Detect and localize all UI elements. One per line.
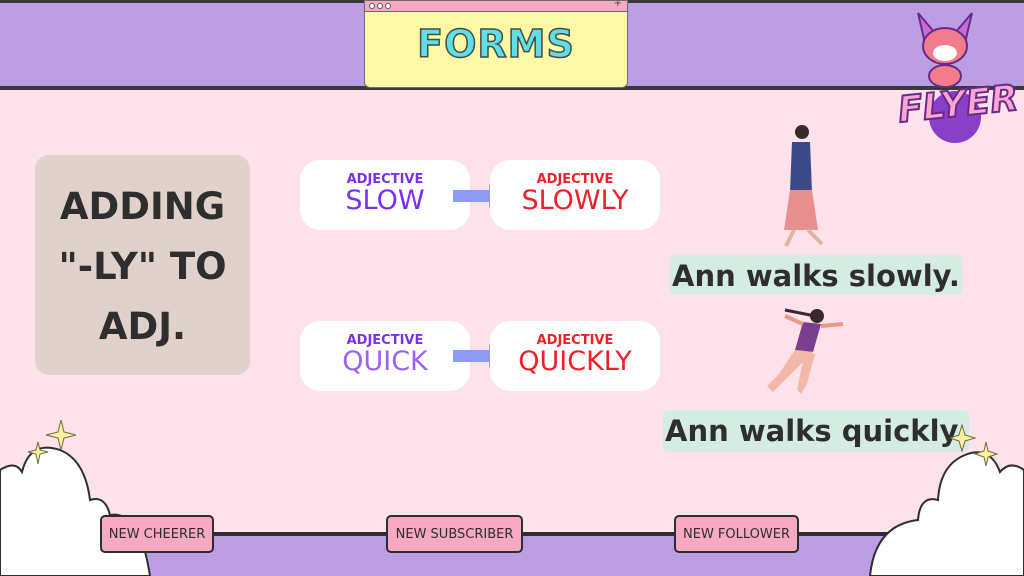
new-cheerer-button[interactable]: NEW CHEERER <box>100 515 214 553</box>
heading-line: ADJ. <box>98 305 187 348</box>
window-dot-icon <box>377 3 383 9</box>
card-label: ADJECTIVE <box>536 172 614 187</box>
adjective-card-quick: ADJECTIVE QUICK <box>300 321 470 391</box>
card-word: QUICKLY <box>518 346 632 377</box>
card-word: QUICK <box>342 346 428 377</box>
adverb-card-quickly: ADJECTIVE QUICKLY <box>490 321 660 391</box>
lesson-heading-box: ADDING "-LY" TO ADJ. <box>35 155 250 375</box>
adjective-card-slow: ADJECTIVE SLOW <box>300 160 470 230</box>
walking-woman-illustration <box>784 125 824 247</box>
example-sentence: Ann walks slowly. <box>670 255 962 295</box>
logo-planet-icon <box>929 91 981 143</box>
title-window: + FORMS <box>364 0 628 88</box>
window-dot-icon <box>369 3 375 9</box>
new-subscriber-button[interactable]: NEW SUBSCRIBER <box>386 515 523 553</box>
sparkle-icon <box>950 423 999 467</box>
heading-line: "-LY" TO <box>58 245 227 288</box>
card-label: ADJECTIVE <box>536 333 614 348</box>
cloud-right-icon <box>868 451 1024 576</box>
plus-icon: + <box>613 0 622 9</box>
example-sentence: Ann walks quickly. <box>663 410 969 452</box>
sparkle-icon <box>27 420 77 465</box>
adverb-card-slowly: ADJECTIVE SLOWLY <box>490 160 660 230</box>
heading-line: ADDING <box>59 185 226 228</box>
running-woman-illustration <box>767 308 844 394</box>
card-word: SLOWLY <box>521 185 629 216</box>
page-title: FORMS <box>416 21 575 67</box>
mascot-icon <box>917 12 973 88</box>
card-label: ADJECTIVE <box>346 333 424 348</box>
card-label: ADJECTIVE <box>346 172 424 187</box>
window-titlebar: + <box>365 1 627 12</box>
window-dot-icon <box>385 3 391 9</box>
new-follower-button[interactable]: NEW FOLLOWER <box>674 515 799 553</box>
card-word: SLOW <box>345 185 425 216</box>
